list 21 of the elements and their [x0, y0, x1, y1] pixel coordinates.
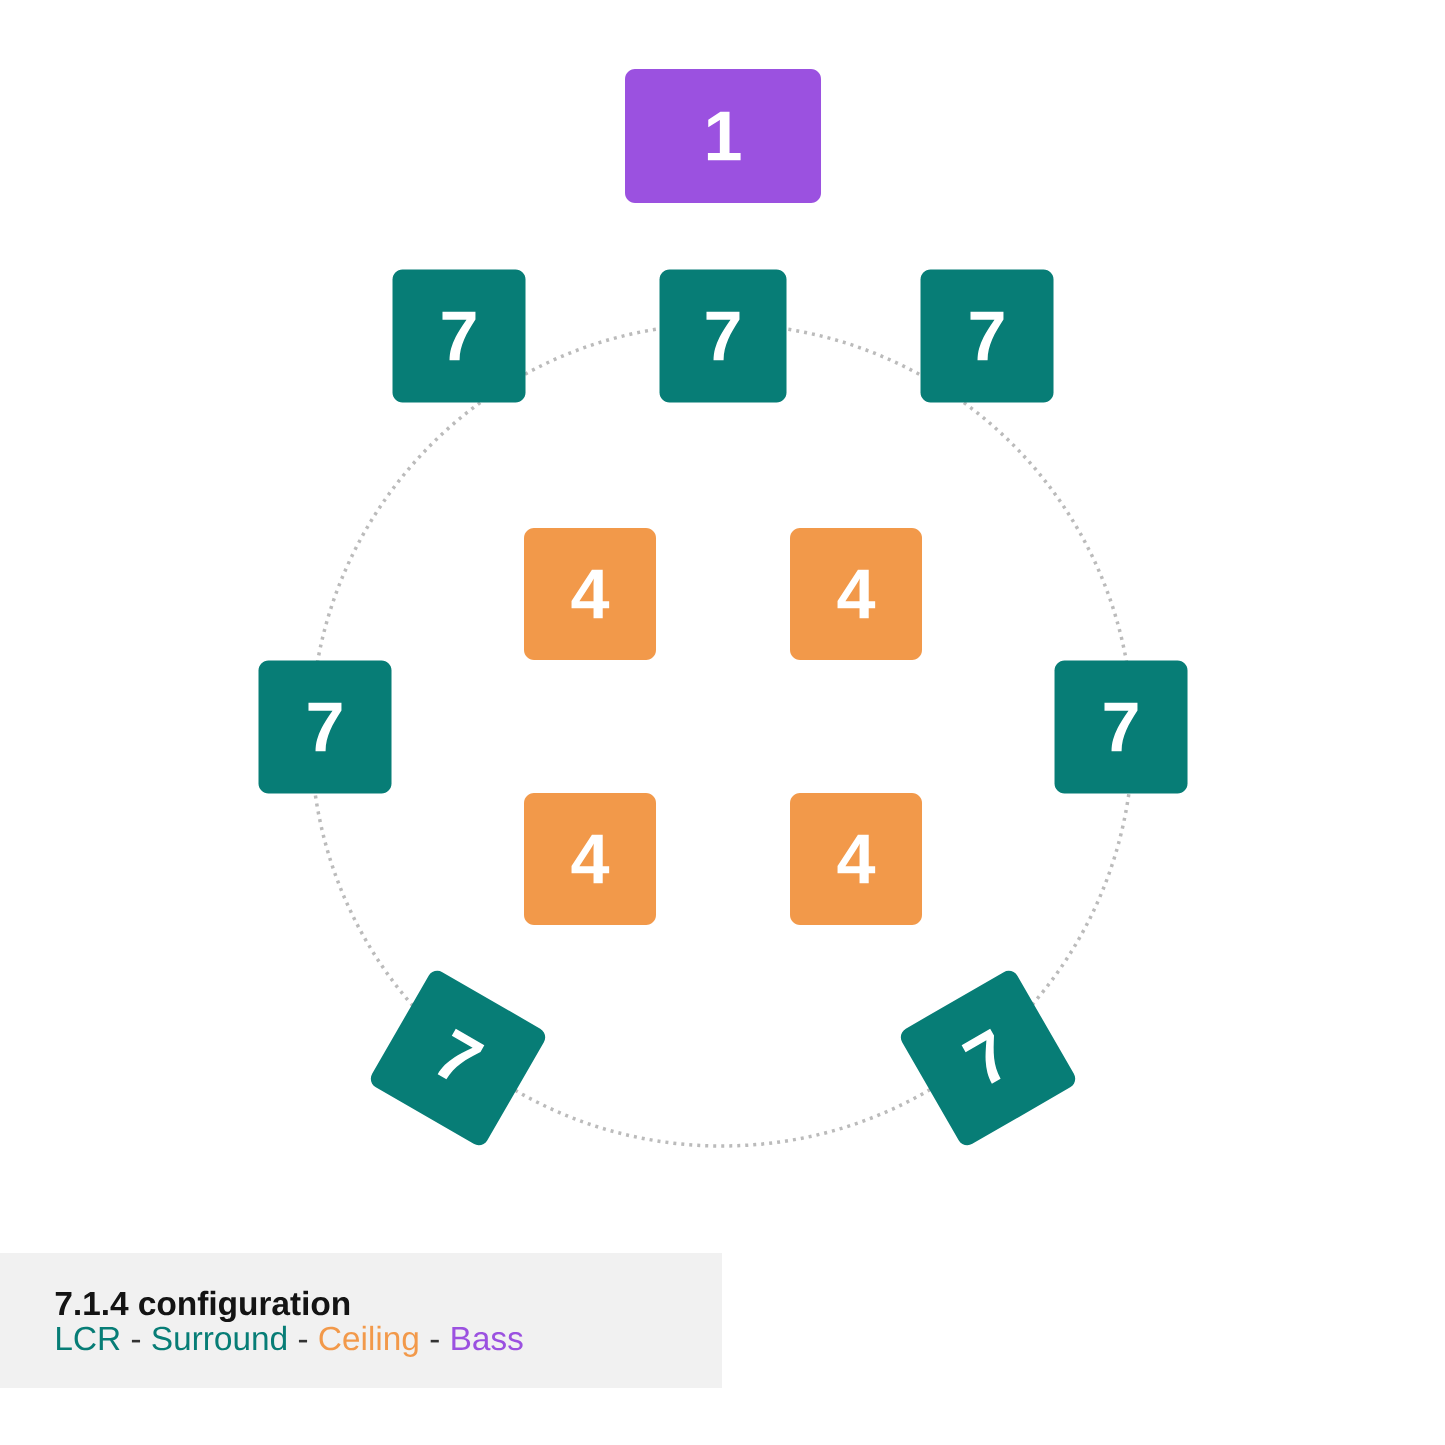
label: - [298, 1339, 308, 1343]
speaker-box: 7 [370, 970, 546, 1146]
speaker-box: 4 [524, 793, 656, 925]
label: - [131, 1339, 141, 1343]
legend-text: LCR - Surround - Ceiling - Bass [57, 1325, 523, 1357]
speaker-box: 4 [790, 793, 922, 925]
speaker-box: 1 [625, 69, 821, 203]
speaker-box: 7 [900, 970, 1076, 1146]
speaker-box: 7 [1054, 660, 1188, 794]
speaker-box: 7 [659, 269, 787, 403]
speaker-box: 7 [392, 269, 526, 403]
speaker-box: 7 [258, 660, 392, 794]
speaker-box: 4 [524, 528, 656, 660]
legend-label: Ceiling [319, 1325, 418, 1357]
speaker-box: 7 [920, 269, 1054, 403]
legend-title: 7.1.4 configuration [55, 1290, 350, 1323]
legend-label: Bass [452, 1327, 523, 1351]
speaker-box: 4 [790, 528, 922, 660]
legend-label: LCR [57, 1326, 120, 1351]
legend-label: Surround [152, 1325, 286, 1351]
label: - [430, 1339, 439, 1343]
